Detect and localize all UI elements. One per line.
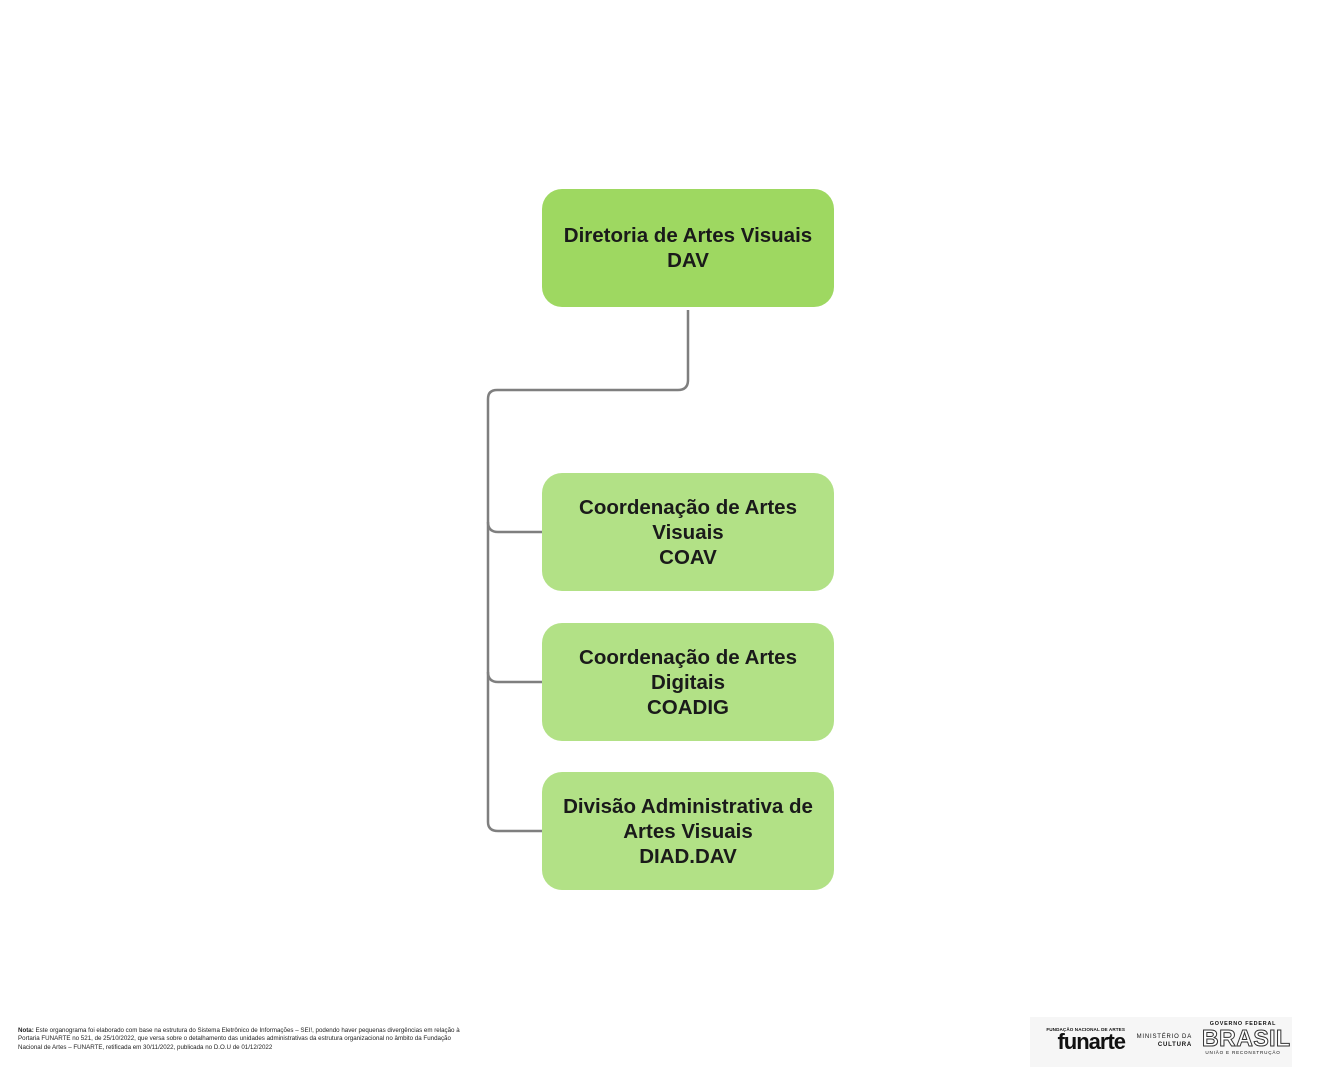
org-node-dav-name: Diretoria de Artes Visuais xyxy=(563,224,813,247)
ministerio-cultura-logo: MINISTÉRIO DA CULTURA xyxy=(1136,1033,1192,1049)
org-node-dav-code: DAV xyxy=(667,249,709,272)
ministerio-line1: MINISTÉRIO DA xyxy=(1136,1034,1192,1040)
connector-child-coav xyxy=(486,521,542,534)
brasil-wordmark: BRASIL xyxy=(1202,1025,1291,1051)
org-node-coav-code: COAV xyxy=(659,545,717,569)
org-node-dav: Diretoria de Artes Visuais DAV xyxy=(542,189,834,307)
org-node-diad-dav-name-line2: Artes Visuais xyxy=(623,819,753,843)
governo-federal-label: GOVERNO FEDERAL xyxy=(1209,1021,1277,1027)
funarte-logo: FUNDAÇÃO NACIONAL DE ARTES funarte xyxy=(1045,1027,1126,1054)
connector-child-coadig xyxy=(486,671,542,684)
org-node-coav: Coordenação de Artes Visuais COAV xyxy=(542,473,834,591)
org-node-diad-dav-code: DIAD.DAV xyxy=(639,844,737,868)
footnote-label: Nota: xyxy=(18,1027,34,1034)
uniao-reconstrucao-label: UNIÃO E RECONSTRUÇÃO xyxy=(1205,1050,1281,1055)
funarte-logo-subtitle: FUNDAÇÃO NACIONAL DE ARTES xyxy=(1046,1027,1125,1032)
org-node-coadig: Coordenação de Artes Digitais COADIG xyxy=(542,623,834,741)
governo-federal-logo: GOVERNO FEDERAL BRASIL UNIÃO E RECONSTRU… xyxy=(1202,1021,1291,1055)
org-node-coadig-name-line2: Digitais xyxy=(650,670,726,694)
footer-logos: FUNDAÇÃO NACIONAL DE ARTES funarte MINIS… xyxy=(1030,1017,1292,1067)
org-node-coav-name-line2: Visuais xyxy=(652,520,724,544)
ministerio-line2: CULTURA xyxy=(1157,1042,1192,1048)
footnote: Nota: Este organograma foi elaborado com… xyxy=(18,1027,468,1052)
funarte-logo-wordmark: funarte xyxy=(1057,1029,1126,1054)
connector-root-to-trunk xyxy=(486,310,690,400)
org-node-diad-dav-name-line1: Divisão Administrativa de xyxy=(563,794,813,818)
org-node-coav-name-line1: Coordenação de Artes xyxy=(579,495,797,519)
footnote-text: Este organograma foi elaborado com base … xyxy=(18,1027,460,1051)
org-node-coadig-code: COADIG xyxy=(647,695,729,719)
org-node-diad-dav: Divisão Administrativa de Artes Visuais … xyxy=(542,772,834,890)
org-node-coadig-name-line1: Coordenação de Artes xyxy=(579,645,797,669)
connector-child-diad xyxy=(486,821,542,833)
